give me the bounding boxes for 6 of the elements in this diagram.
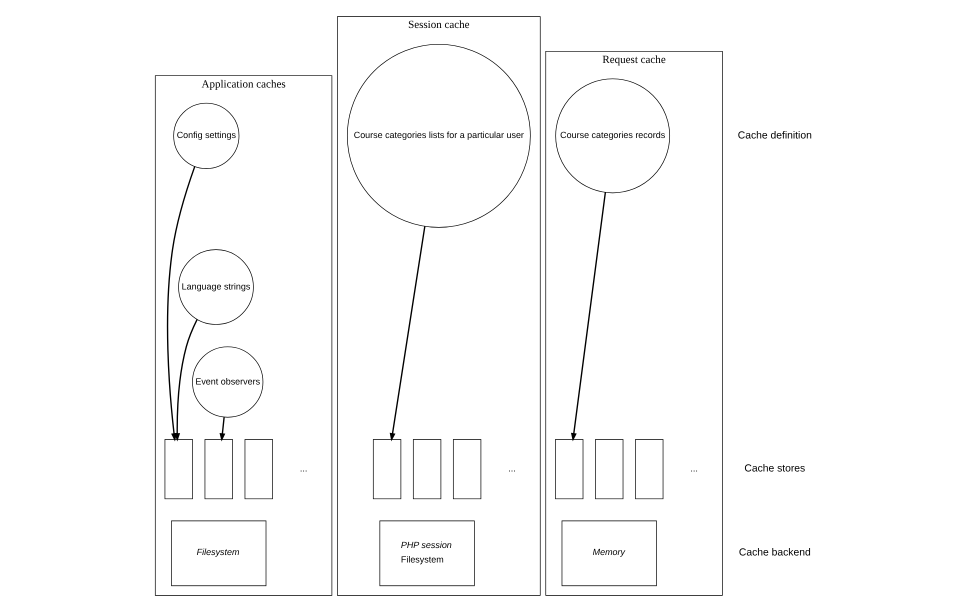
label: ... <box>300 463 308 474</box>
label: Cache definition <box>738 130 812 142</box>
label: ... <box>508 463 516 474</box>
label: Cache stores <box>744 464 806 475</box>
label: ... <box>690 463 698 474</box>
label: Cache backend <box>738 548 811 559</box>
